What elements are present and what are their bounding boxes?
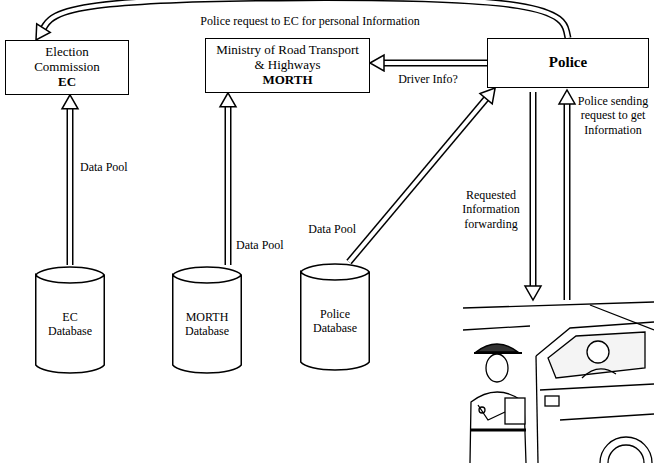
database-cylinder: Police Database [300,262,370,372]
officer-belt [471,429,526,432]
car-scene [463,302,654,463]
arrow-shaft-outline [225,105,232,265]
arrow-shaft-inner [68,107,72,265]
database-cylinder: MORTH Database [172,265,242,375]
arrow-head [220,93,236,107]
car-trim [560,414,654,420]
flow-note: Requested Information forwarding [456,188,526,231]
arrow-label: Police request to EC for personal Inform… [150,14,470,28]
arrow-head [36,24,50,40]
side-mirror [545,396,559,406]
hollow-arrow [62,95,78,265]
road-edge [463,302,654,308]
car-window [548,332,645,378]
driver-head [587,341,609,363]
arrow-label: Driver Info? [376,72,480,86]
hollow-arrow [349,88,495,262]
arrow-shaft-outline [67,107,74,265]
arrow-shaft-outline [382,60,487,67]
arrow-shaft-inner [226,105,230,265]
arrow-label: Data Pool [80,160,140,174]
officer-badge [479,407,485,413]
arrow-shaft-outline [564,103,571,300]
node-title: Election Commission [11,45,123,75]
node-title: EC Database [40,311,100,339]
car-door-line [540,384,654,390]
forward-arrow [525,91,541,300]
cylinder-path [36,267,105,373]
cylinder-path [173,267,242,373]
car-hub [608,445,644,463]
officer-face [486,354,508,382]
arrow-shaft-inner [382,61,487,65]
arrow-shaft-outline [349,97,487,262]
flow-note: Police sending request to get Informatio… [576,94,650,137]
car-wheel [600,437,652,463]
entity-box: Ministry of Road Transport & HighwaysMOR… [205,38,370,93]
arrow-shaft-outline [42,0,568,38]
arrow-head [62,95,78,109]
arrow-head [370,55,384,71]
arrow-shaft-outline [530,92,537,287]
road-line [463,326,530,330]
officer-cap [476,344,518,352]
node-title: Police [493,54,643,71]
arrow-shaft-inner [42,0,568,38]
car-pillar [536,356,538,463]
hollow-arrow [370,55,487,71]
officer-arm [478,405,505,420]
officer-notepad [505,398,525,424]
arrow-shaft-inner [531,91,535,288]
entity-box: Election CommissionEC [5,40,129,95]
request-arrow [559,90,575,301]
arrow-head [480,88,495,104]
node-title: Ministry of Road Transport & Highways [211,43,364,73]
database-cylinder: EC Database [35,265,105,375]
entity-box: Police [487,38,649,88]
hollow-arrow [36,0,568,40]
arrow-shaft-inner [565,102,569,301]
arrow-label: Data Pool [236,238,296,252]
arrow-shaft-inner [349,97,487,262]
node-abbreviation: EC [11,75,123,90]
arrow-head [559,90,575,104]
node-abbreviation: MORTH [211,73,364,88]
arrow-label: Data Pool [294,222,356,236]
arrow-head [525,286,541,300]
cylinder-path [301,264,370,370]
node-title: MORTH Database [177,311,237,339]
driver-shoulder [582,369,616,378]
node-title: Police Database [305,308,365,336]
officer-body [470,392,526,463]
hollow-arrow [220,93,236,265]
